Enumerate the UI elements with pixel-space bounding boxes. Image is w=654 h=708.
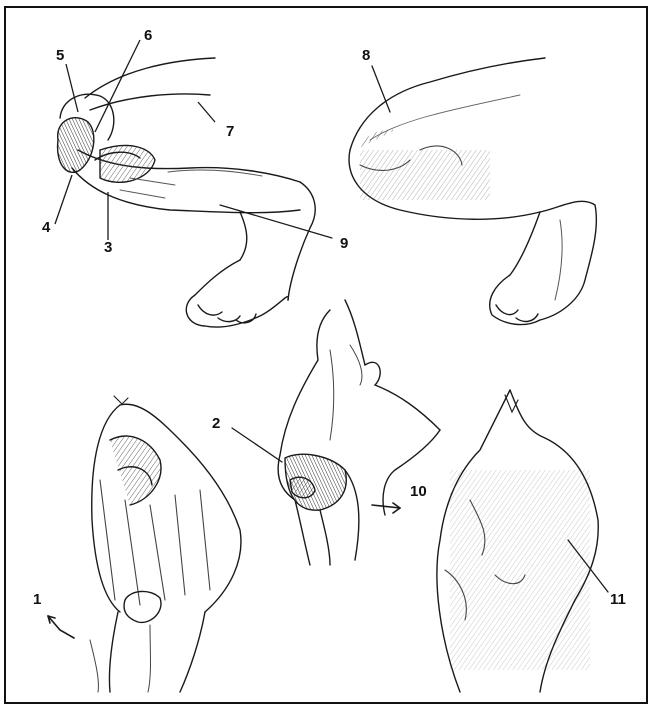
label-7: 7 — [226, 124, 234, 139]
label-3: 3 — [104, 240, 112, 255]
label-1: 1 — [33, 592, 41, 607]
label-10: 10 — [410, 484, 427, 499]
label-6: 6 — [144, 28, 152, 43]
bent-leg-surface — [349, 58, 596, 325]
bent-knee-dissection — [58, 58, 332, 327]
label-9: 9 — [340, 236, 348, 251]
label-4: 4 — [42, 220, 50, 235]
label-2: 2 — [212, 416, 220, 431]
label-11: 11 — [610, 592, 626, 607]
deep-knee-anatomy — [48, 396, 241, 692]
label-5: 5 — [56, 48, 64, 63]
label-8: 8 — [362, 48, 370, 63]
knee-surface-view — [437, 390, 608, 692]
lateral-knee-view — [232, 300, 440, 565]
